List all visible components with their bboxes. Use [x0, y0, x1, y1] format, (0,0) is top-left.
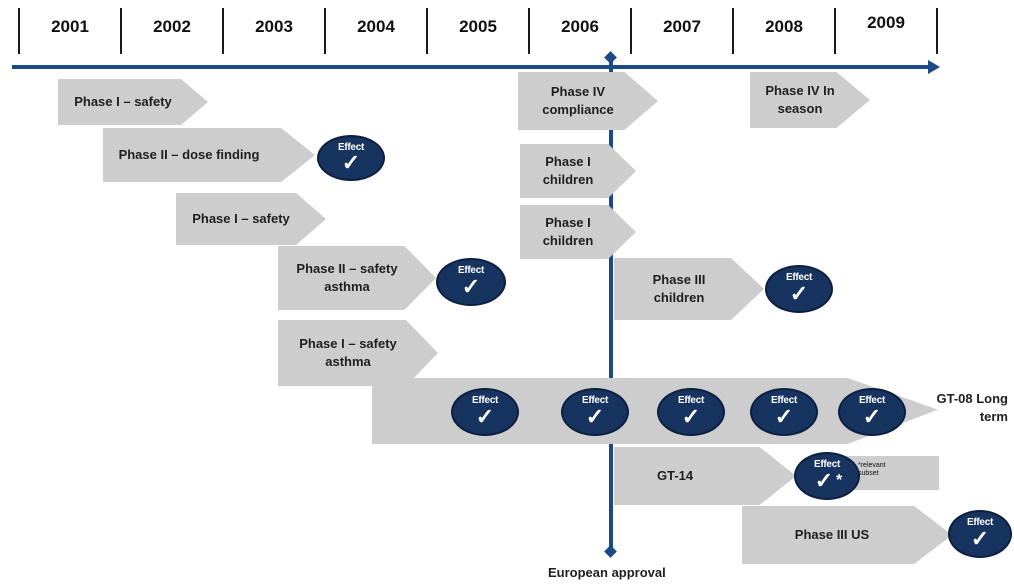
year-label: 2002	[153, 17, 191, 36]
year-separator	[324, 8, 326, 54]
effect-check-icon: Effect✓	[563, 390, 627, 434]
phase-arrow: Phase I children	[520, 205, 636, 259]
year-label: 2004	[357, 17, 395, 36]
phase-arrow: Phase IV compliance	[518, 72, 658, 130]
year-separator	[426, 8, 428, 54]
year-separator	[630, 8, 632, 54]
approval-line	[609, 55, 613, 555]
effect-check-icon: Effect✓	[438, 260, 504, 304]
effect-check-icon: Effect✓	[767, 267, 831, 311]
phase-arrow: Phase IV In season	[750, 72, 870, 128]
time-axis	[12, 65, 932, 69]
year-label: 2006	[561, 17, 599, 36]
phase-arrow: Phase II – safety asthma	[278, 246, 436, 310]
effect-check-icon: Effect✓	[950, 512, 1010, 556]
phase-arrow: Phase III US	[742, 506, 952, 564]
year-separator	[18, 8, 20, 54]
year-label: 2009	[867, 13, 905, 32]
phase-arrow: Phase III children	[614, 258, 764, 320]
phase-arrow: Phase I children	[520, 144, 636, 198]
gt14-note: *relevant subset	[858, 462, 886, 477]
time-axis-arrowhead	[928, 60, 940, 74]
year-separator	[936, 8, 938, 54]
year-label: 2003	[255, 17, 293, 36]
phase-arrow: Phase II – dose finding	[103, 128, 315, 182]
gt14-note-box	[845, 456, 939, 490]
approval-line-bottom-marker	[604, 545, 617, 558]
year-separator	[528, 8, 530, 54]
year-label: 2008	[765, 17, 803, 36]
effect-check-icon: Effect✓	[840, 390, 904, 434]
phase-arrow: Phase I – safety	[58, 79, 208, 125]
year-separator	[120, 8, 122, 54]
year-label: 2001	[51, 17, 89, 36]
approval-line-top-marker	[604, 51, 617, 64]
effect-check-icon: Effect✓	[319, 137, 383, 179]
year-separator	[222, 8, 224, 54]
effect-check-icon: Effect✓	[752, 390, 816, 434]
year-separator	[834, 8, 836, 54]
year-label: 2005	[459, 17, 497, 36]
effect-check-icon: Effect✓	[453, 390, 517, 434]
phase-arrow: Phase I – safety asthma	[278, 320, 438, 386]
phase-arrow: GT-14	[614, 447, 796, 505]
asterisk: *	[836, 472, 843, 489]
year-separator	[732, 8, 734, 54]
effect-check-star-icon: Effect ✓ *	[796, 454, 858, 498]
phase-arrow: Phase I – safety	[176, 193, 326, 245]
effect-check-icon: Effect✓	[659, 390, 723, 434]
year-label: 2007	[663, 17, 701, 36]
european-approval-label: European approval	[548, 565, 666, 580]
long-term-label: GT-08 Long term	[936, 391, 1009, 424]
